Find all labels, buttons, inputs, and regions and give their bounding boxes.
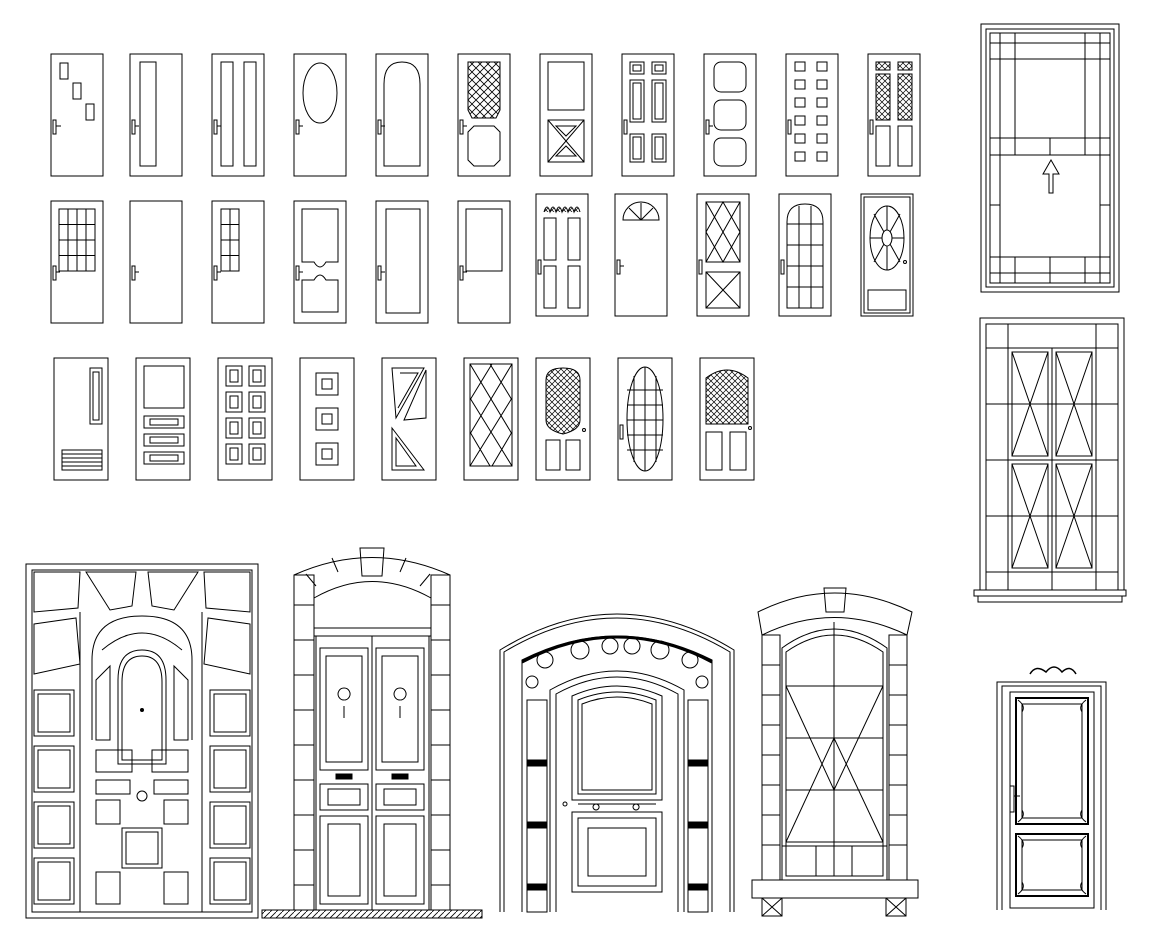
door-shaped-lower-panel: [293, 200, 347, 324]
door-narrow-grid-lite: [211, 200, 265, 324]
door-crown-four-panel: [535, 193, 589, 317]
door-arched-stone-glazed: [751, 587, 919, 917]
door-fan-lite: [614, 193, 668, 317]
door-lattice-oval-twin-panel: [535, 357, 591, 481]
door-cross-buck-lower: [539, 53, 593, 177]
door-lattice-over-panel: [457, 53, 511, 177]
door-vent-louver: [53, 357, 109, 481]
door-twin-long-panels: [211, 53, 265, 177]
window-tall-x-brace: [973, 317, 1127, 603]
door-eight-panel: [217, 357, 273, 481]
door-flush: [129, 200, 183, 324]
door-chevron-panels: [381, 357, 437, 481]
door-lattice-twin-panel: [867, 53, 921, 177]
door-sunburst-oval-lite: [860, 193, 914, 317]
door-radial-panel-double: [25, 563, 259, 919]
door-diamond-x-panel: [696, 193, 750, 317]
door-arched-panel: [375, 53, 429, 177]
door-grid-lite: [50, 200, 104, 324]
door-wrought-iron-arched: [499, 613, 735, 913]
door-arched-grid-lite: [778, 193, 832, 317]
door-oval-lite: [293, 53, 347, 177]
door-offset-square-lites: [50, 53, 104, 177]
door-ornamental-single: [996, 666, 1107, 910]
door-twelve-small-lites: [785, 53, 839, 177]
door-half-lite: [457, 200, 511, 324]
door-three-square-panels: [299, 357, 355, 481]
door-diamond-lattice: [463, 357, 519, 481]
door-full-panel: [375, 200, 429, 324]
door-rounded-three-panel: [703, 53, 757, 177]
door-gothic-lattice-twin-panel: [699, 357, 755, 481]
door-six-panel: [621, 53, 675, 177]
window-tall-grid: [980, 23, 1120, 293]
door-tall-oval-grid: [617, 357, 673, 481]
door-single-long-panel: [129, 53, 183, 177]
door-arched-stone-double: [261, 547, 483, 919]
door-square-lite-three-rails: [135, 357, 191, 481]
